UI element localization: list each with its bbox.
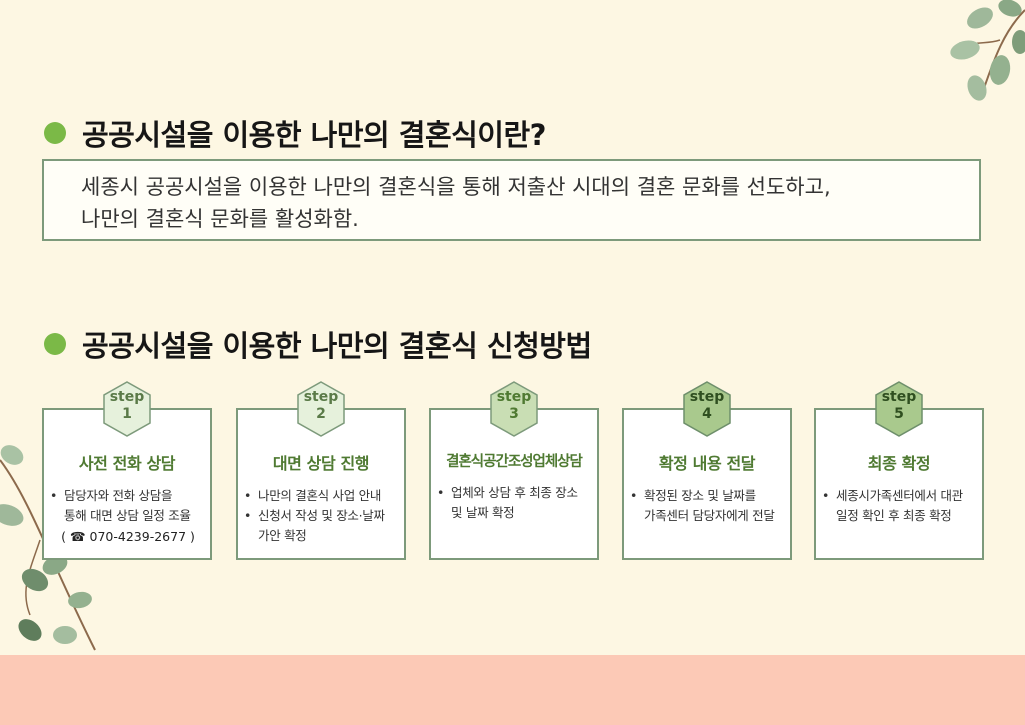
step-label: step xyxy=(881,389,917,405)
step-title: 결혼식공간조성업체상담 xyxy=(446,454,583,470)
step-number: 2 xyxy=(316,406,326,422)
step-item-line: 업체와 상담 후 최종 장소 xyxy=(451,485,578,500)
bullet-icon: • xyxy=(630,488,638,503)
step-item-line: 가안 확정 xyxy=(258,528,307,543)
step-number: 3 xyxy=(509,406,519,422)
bottom-color-band xyxy=(0,655,1025,725)
eucalyptus-branch-top-right xyxy=(950,0,1025,101)
green-bullet-icon xyxy=(44,333,66,355)
step-item-line: 세종시가족센터에서 대관 xyxy=(836,488,963,503)
step-item-line: 일정 확인 후 최종 확정 xyxy=(836,508,952,523)
section-title-how-to-apply: 공공시설을 이용한 나만의 결혼식 신청방법 xyxy=(44,323,592,365)
step-item-line: 통해 대면 상담 일정 조율 xyxy=(64,508,191,523)
intro-text-line-1: 세종시 공공시설을 이용한 나만의 결혼식을 통해 저출산 시대의 결혼 문화를… xyxy=(81,175,831,199)
bullet-icon: • xyxy=(822,488,830,503)
step-item-line: 신청서 작성 및 장소·날짜 xyxy=(258,508,385,523)
step-label: step xyxy=(689,389,725,405)
step-item-line: 담당자와 전화 상담을 xyxy=(64,488,173,503)
step-label: step xyxy=(496,389,532,405)
bullet-icon: • xyxy=(244,508,252,523)
eucalyptus-branch-left xyxy=(0,445,96,651)
step-title: 사전 전화 상담 xyxy=(78,454,176,473)
step-label: step xyxy=(303,389,339,405)
step-label: step xyxy=(109,389,145,405)
step-number: 5 xyxy=(894,406,904,422)
step-title: 확정 내용 전달 xyxy=(658,454,756,473)
page-title: 공공시설을 이용한 나만의 결혼식이란? xyxy=(82,118,547,152)
green-bullet-icon xyxy=(44,122,66,144)
section-heading: 공공시설을 이용한 나만의 결혼식 신청방법 xyxy=(82,329,592,363)
step-list-item: • 나만의 결혼식 사업 안내 xyxy=(244,486,400,506)
step-title: 대면 상담 진행 xyxy=(272,454,370,473)
step-number: 1 xyxy=(122,406,132,422)
phone-number: ( ☎ 070-4239-2677 ) xyxy=(61,529,195,544)
bullet-icon: • xyxy=(437,485,445,500)
step-item-line: 확정된 장소 및 날짜를 xyxy=(644,488,756,503)
step-number: 4 xyxy=(702,406,712,422)
bullet-icon: • xyxy=(50,488,58,503)
section-title-what-is: 공공시설을 이용한 나만의 결혼식이란? xyxy=(44,112,547,154)
intro-description-box: 세종시 공공시설을 이용한 나만의 결혼식을 통해 저출산 시대의 결혼 문화를… xyxy=(42,159,981,241)
bullet-icon: • xyxy=(244,488,252,503)
step-item-line: 나만의 결혼식 사업 안내 xyxy=(258,488,382,503)
step-title: 최종 확정 xyxy=(867,454,931,473)
step-item-line: 가족센터 담당자에게 전달 xyxy=(644,508,775,523)
intro-text-line-2: 나만의 결혼식 문화를 활성화함. xyxy=(81,207,359,231)
step-item-line: 및 날짜 확정 xyxy=(451,505,515,520)
